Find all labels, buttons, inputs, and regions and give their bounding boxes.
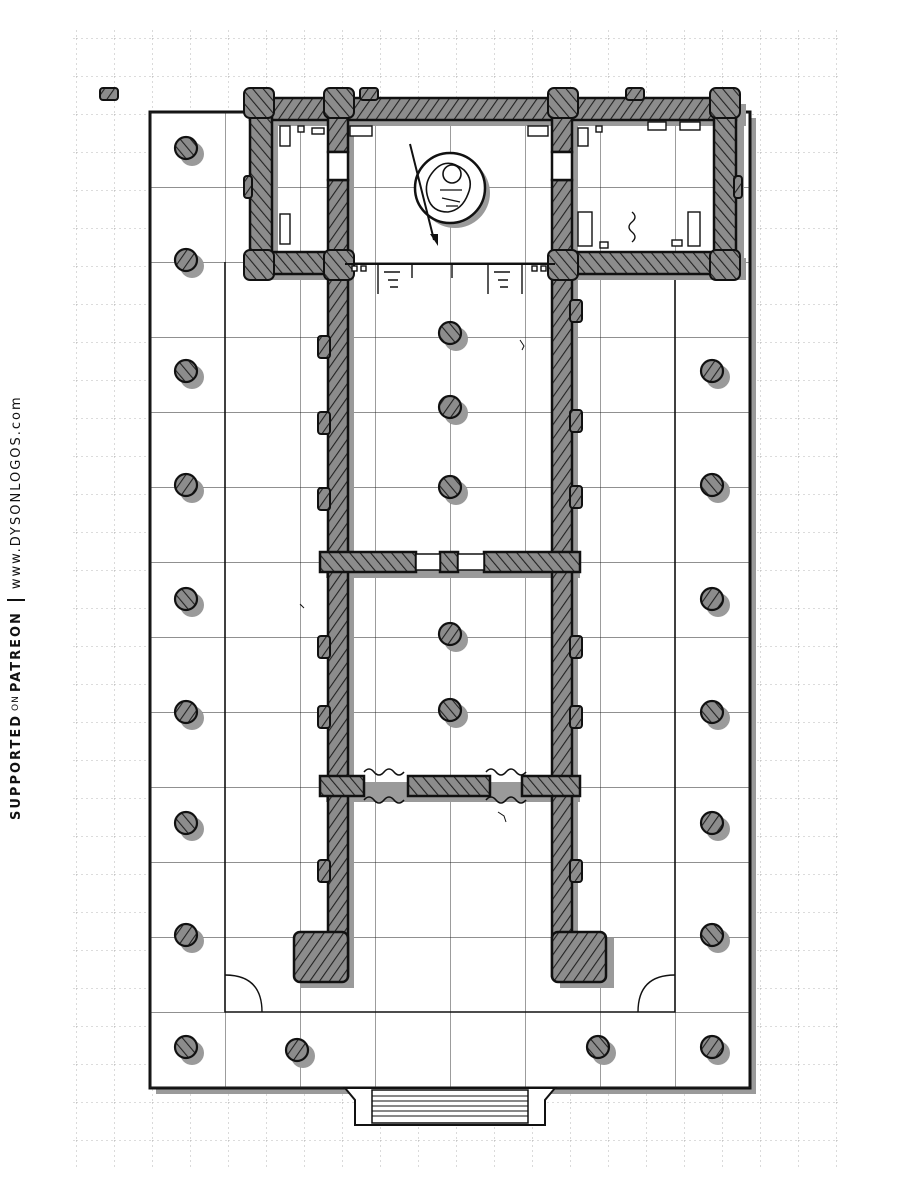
wall-pilaster <box>317 487 331 511</box>
wall-pilasters <box>99 87 743 883</box>
wall-pilaster <box>99 87 119 101</box>
wall-pilaster <box>317 411 331 435</box>
room-furnishings <box>279 121 701 249</box>
entrance-stairs <box>342 1087 558 1126</box>
wall-pilaster <box>569 409 583 433</box>
credit-website: www.DYSONLOGOS.com <box>8 395 24 590</box>
wall-pilaster <box>569 635 583 659</box>
floor-cracks <box>299 339 525 823</box>
column-icon <box>437 394 468 425</box>
column-icon <box>699 358 730 389</box>
column-icon <box>437 621 468 652</box>
wall-corner <box>547 87 579 119</box>
column-icon <box>173 472 204 503</box>
column-icon <box>173 358 204 389</box>
column-icon <box>173 135 204 166</box>
column-icon <box>699 472 730 503</box>
column-icon <box>699 922 730 953</box>
column-icon <box>699 810 730 841</box>
credit-supported: SUPPORTED <box>8 714 24 820</box>
column-icon <box>173 810 204 841</box>
wall-corner <box>243 87 275 119</box>
curtain-icon <box>363 768 527 804</box>
wall-pilaster <box>625 87 645 101</box>
column-icon <box>173 699 204 730</box>
wall-corner <box>243 249 275 281</box>
credit-separator <box>7 599 25 602</box>
column-icon <box>699 1034 730 1065</box>
wall-pilaster <box>317 859 331 883</box>
wall-pilaster <box>569 859 583 883</box>
columns <box>173 135 730 1068</box>
wall-pilaster <box>243 175 253 199</box>
column-icon <box>173 922 204 953</box>
platform-step-edge <box>224 262 676 1013</box>
wall-pilaster <box>317 635 331 659</box>
credit-on: ON <box>11 695 21 711</box>
column-icon <box>437 320 468 351</box>
column-icon <box>699 586 730 617</box>
column-icon <box>173 586 204 617</box>
credit-patreon: PATREON <box>8 611 24 693</box>
wall-pilaster <box>569 705 583 729</box>
column-icon <box>173 1034 204 1065</box>
temple-walls <box>248 96 738 984</box>
wall-corner <box>709 249 741 281</box>
altar-niches <box>345 263 555 294</box>
wall-corner <box>323 87 355 119</box>
column-icon <box>585 1034 616 1065</box>
wall-pilaster <box>569 485 583 509</box>
column-icon <box>699 699 730 730</box>
wall-pilaster <box>569 299 583 323</box>
wall-pilaster <box>359 87 379 101</box>
wall-pilaster <box>317 705 331 729</box>
column-icon <box>437 474 468 505</box>
wall-corner <box>709 87 741 119</box>
wall-pilaster <box>733 175 743 199</box>
wall-pilaster <box>317 335 331 359</box>
statue-icon <box>409 143 490 246</box>
column-icon <box>437 697 468 728</box>
column-icon <box>284 1037 315 1068</box>
column-icon <box>173 247 204 278</box>
patreon-credit: SUPPORTED ON PATREON www.DYSONLOGOS.com <box>4 300 28 820</box>
